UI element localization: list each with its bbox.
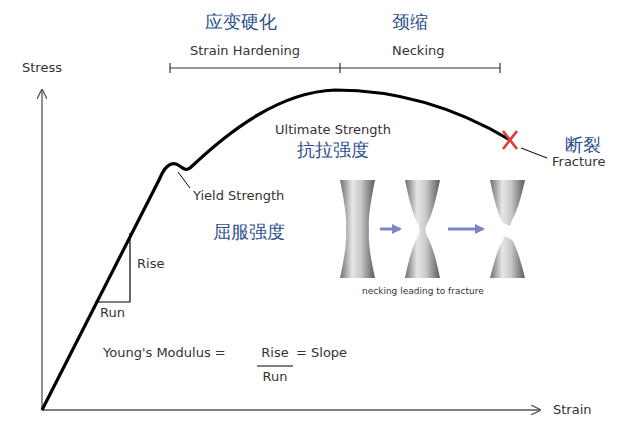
formula-text: Rise [261,346,288,360]
specimen [490,180,525,226]
axis-label: Strain [553,403,592,417]
illustration-caption: necking leading to fracture [362,287,484,297]
specimen [340,180,375,278]
triangle-label: Run [100,306,125,320]
leader-line [521,148,547,158]
specimen [490,236,525,278]
point-label-cn: 屈服强度 [213,222,285,242]
region-label: Necking [392,44,445,58]
specimen [405,180,440,278]
region-label-cn: 颈缩 [392,12,428,32]
y-axis [41,90,42,410]
formula-text: Run [263,370,288,384]
leader-line [178,172,190,188]
point-label: Ultimate Strength [275,123,391,137]
region-bracket [170,63,500,73]
fraction-bar [257,365,293,366]
fracture-mark [503,131,517,149]
point-label: Fracture [552,155,605,169]
stress-strain-curve [42,90,510,410]
axis-label: Stress [22,61,62,75]
region-label-cn: 应变硬化 [205,12,277,32]
x-axis [42,409,540,410]
triangle-label: Rise [137,257,164,271]
formula-text: Young's Modulus = [103,346,226,360]
formula-text: = Slope [296,346,347,360]
point-label-cn: 断裂 [565,135,601,155]
slope-triangle [95,233,130,302]
process-arrow [380,228,400,231]
process-arrow [448,228,483,231]
region-label: Strain Hardening [190,44,300,58]
point-label: Yield Strength [193,189,284,203]
point-label-cn: 抗拉强度 [297,140,369,160]
